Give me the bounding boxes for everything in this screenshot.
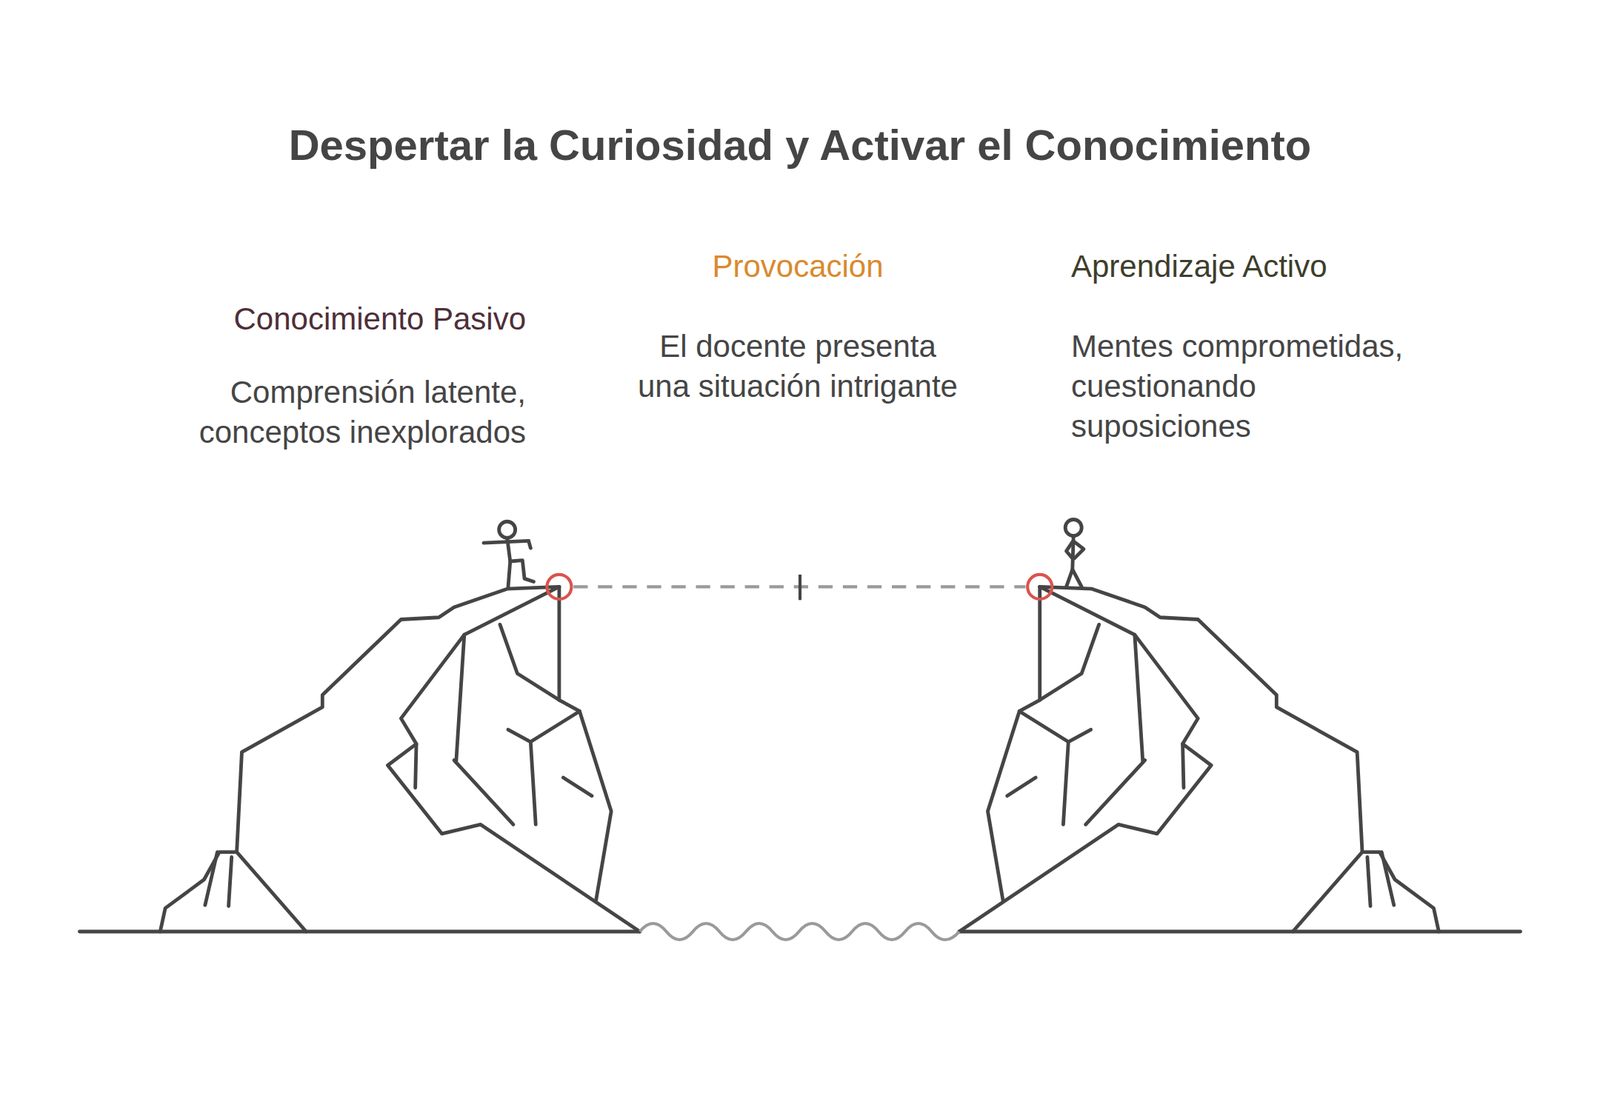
ground-line xyxy=(959,930,1521,935)
stage-description: El docente presenta una situación intrig… xyxy=(634,326,961,407)
cliff xyxy=(160,586,640,932)
stage-heading: Aprendizaje Activo xyxy=(1071,246,1427,287)
stage-heading: Conocimiento Pasivo xyxy=(111,299,526,340)
standing-figure xyxy=(1065,519,1084,587)
diagram-title: Despertar la Curiosidad y Activar el Con… xyxy=(0,118,1600,172)
stage-description: Comprensión latente, conceptos inexplora… xyxy=(111,372,526,453)
midpoint-tick xyxy=(798,574,802,600)
edge-marker xyxy=(1027,574,1052,600)
cliff xyxy=(959,586,1439,932)
text-group: Aprendizaje ActivoMentes comprometidas, … xyxy=(1071,246,1427,447)
stage-description: Mentes comprometidas, cuestionando supos… xyxy=(1071,326,1427,447)
text-group: Conocimiento PasivoComprensión latente, … xyxy=(111,299,526,453)
text-group: Provocación El docente presenta una situa… xyxy=(634,246,961,407)
water-wave xyxy=(640,923,960,940)
edge-marker xyxy=(546,574,572,600)
sitting-figure xyxy=(483,521,535,587)
stage-heading: Provocación xyxy=(634,246,961,287)
ground-line xyxy=(79,930,640,935)
